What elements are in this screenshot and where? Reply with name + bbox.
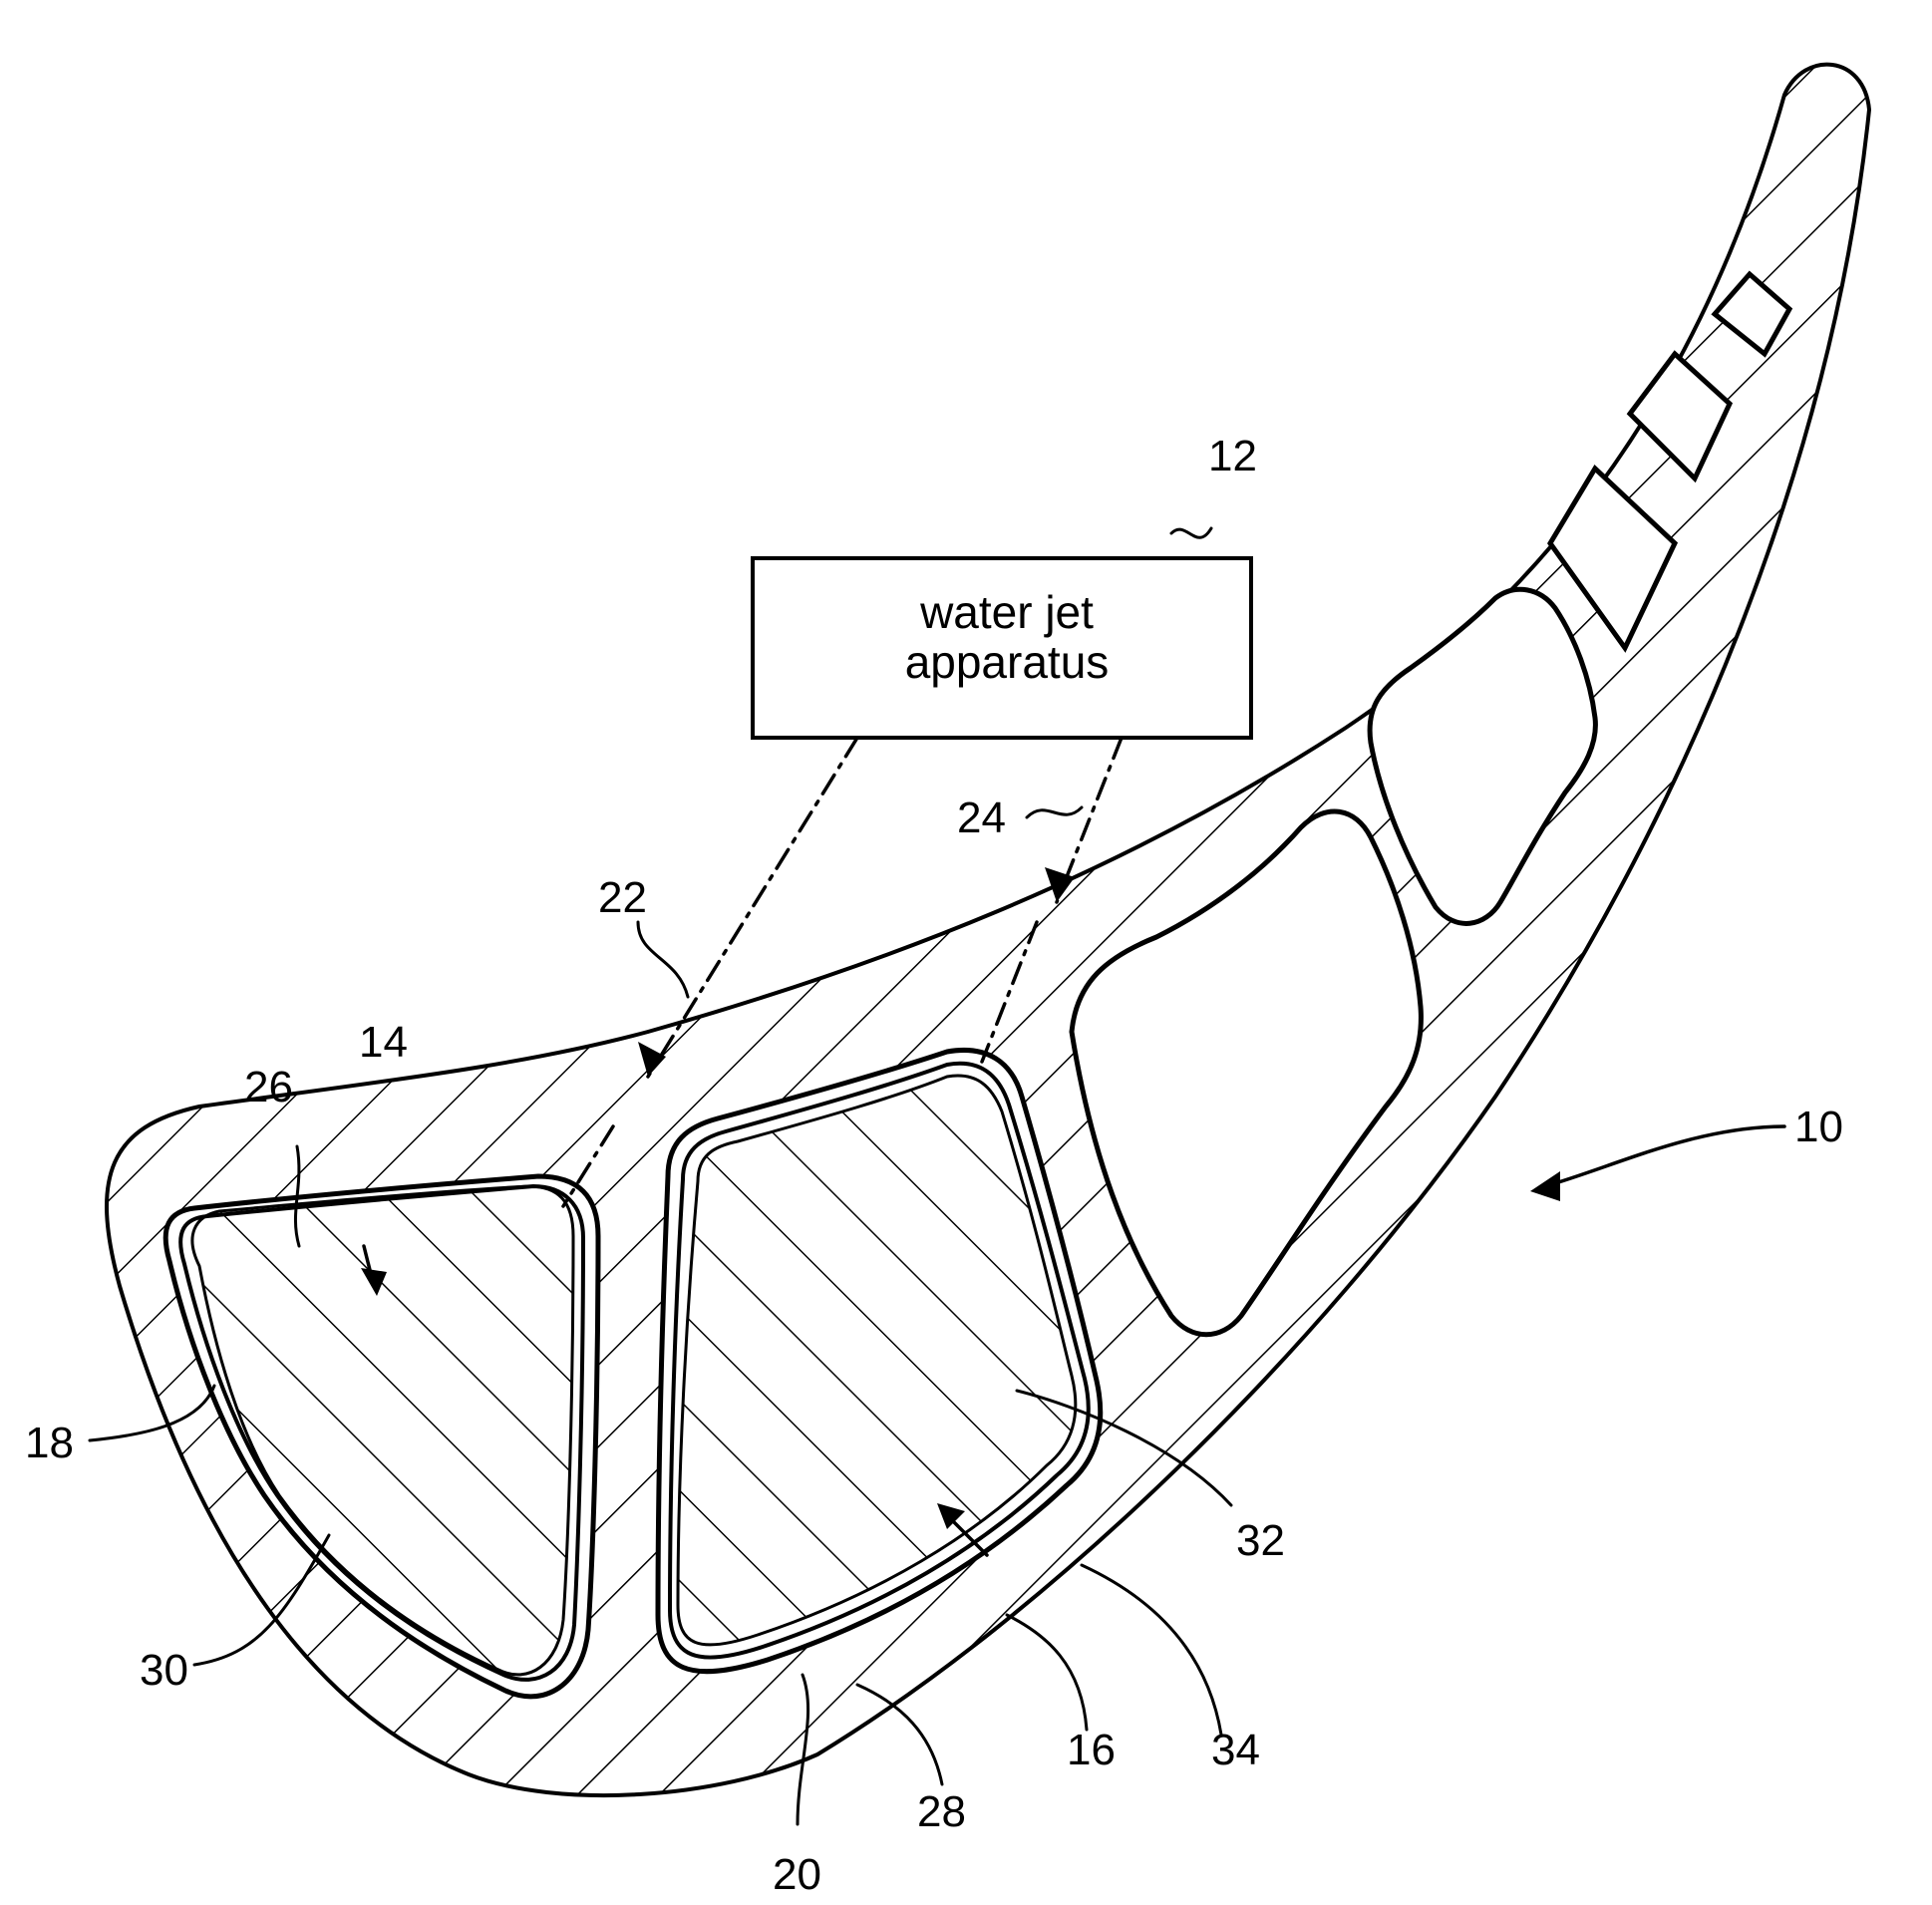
ref-label-18: 18	[25, 1419, 74, 1467]
ref-label-16: 16	[1067, 1726, 1116, 1774]
ref-label-22: 22	[598, 873, 647, 922]
ref-label-34: 34	[1211, 1726, 1260, 1774]
ref-label-28: 28	[917, 1787, 966, 1836]
jet-22-arrowhead	[638, 1042, 666, 1077]
ref-10-leader	[1543, 1124, 1786, 1188]
cavity-6	[1626, 350, 1734, 483]
ref-label-10: 10	[1794, 1103, 1843, 1151]
cavity-5	[1547, 465, 1679, 653]
ref-label-32: 32	[1236, 1516, 1285, 1565]
apparatus-label-line1: water jet	[919, 586, 1094, 638]
cavity-4	[1367, 586, 1598, 926]
ref-label-20: 20	[773, 1850, 821, 1899]
ref-label-14: 14	[359, 1018, 408, 1067]
water-jet-apparatus-box: water jet apparatus	[751, 556, 1253, 740]
apparatus-label-line2: apparatus	[905, 636, 1110, 688]
cavity-3	[1069, 808, 1424, 1338]
water-jet-path-24	[980, 736, 1124, 1064]
ref-label-12: 12	[1208, 432, 1257, 480]
ref-label-24: 24	[957, 794, 1006, 842]
ref-label-30: 30	[140, 1646, 188, 1695]
ref-label-26: 26	[244, 1063, 293, 1111]
water-jet-path-22	[561, 736, 859, 1208]
cavity-7	[1711, 270, 1793, 358]
leader-lines	[88, 526, 1233, 1826]
jet-24-arrowhead	[1045, 867, 1075, 902]
